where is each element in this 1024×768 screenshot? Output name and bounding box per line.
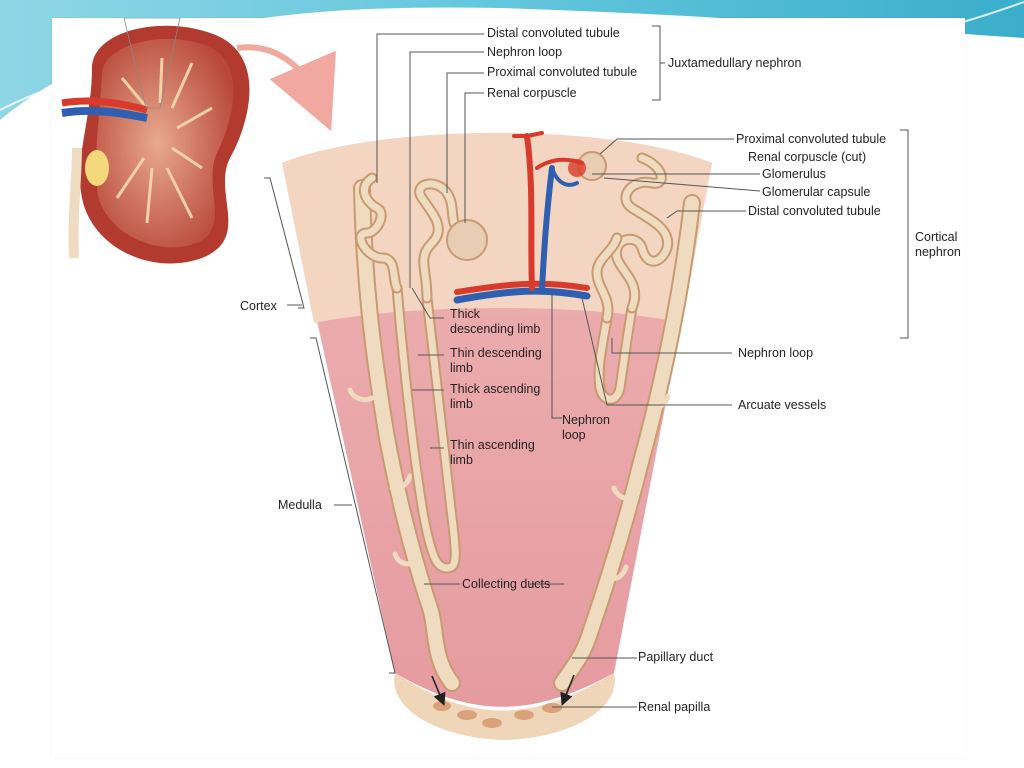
label-thick-ascending-limb: Thick ascending limb: [450, 382, 541, 411]
kidney-thumbnail: [61, 18, 336, 264]
label-renal-corpuscle-cut: Renal corpuscle (cut): [748, 150, 867, 164]
label-proximal-convoluted-tubule-cortical: Proximal convoluted tubule: [736, 132, 887, 146]
label-glomerulus: Glomerulus: [762, 167, 826, 181]
nephron-diagram: [61, 18, 909, 740]
label-thick-descending-limb: Thick descending limb: [450, 307, 541, 336]
label-medulla: Medulla: [278, 498, 322, 512]
label-juxtamedullary-nephron: Juxtamedullary nephron: [668, 56, 802, 70]
collecting-ducts: [347, 179, 701, 692]
label-arcuate-vessels: Arcuate vessels: [738, 398, 827, 412]
label-nephron-loop-right: Nephron loop: [738, 346, 814, 360]
leader-lines: [264, 25, 909, 708]
blood-vessels: [453, 131, 591, 304]
label-cortical-nephron: Cortical nephron: [915, 230, 961, 259]
label-proximal-convoluted-tubule-jm: Proximal convoluted tubule: [487, 65, 638, 79]
label-cortex: Cortex: [240, 299, 277, 313]
cortical-nephron: [577, 151, 674, 405]
flow-arrow-icon: [431, 675, 446, 706]
label-papillary-duct: Papillary duct: [638, 650, 714, 664]
zoom-arrow-icon: [236, 44, 336, 132]
label-distal-convoluted-tubule-jm: Distal convoluted tubule: [487, 26, 620, 40]
label-collecting-ducts: Collecting ducts: [462, 577, 551, 591]
label-nephron-loop-jm: Nephron loop: [487, 45, 563, 59]
juxtamedullary-nephron: [355, 172, 488, 574]
label-nephron-loop-center: Nephron loop: [562, 413, 610, 442]
flow-arrow-icon: [560, 674, 575, 706]
label-distal-convoluted-tubule-cortical: Distal convoluted tubule: [748, 204, 881, 218]
top-wave-band: [0, 0, 1024, 120]
label-renal-corpuscle-jm: Renal corpuscle: [487, 86, 577, 100]
label-renal-papilla: Renal papilla: [638, 700, 711, 714]
label-glomerular-capsule: Glomerular capsule: [762, 185, 871, 199]
flow-arrows: [431, 674, 575, 706]
diagram-panel: Distal convoluted tubule Nephron loop Pr…: [52, 18, 965, 758]
label-thin-descending-limb: Thin descending limb: [450, 346, 542, 375]
label-thin-ascending-limb: Thin ascending limb: [450, 438, 535, 467]
papilla-region: [394, 673, 615, 740]
